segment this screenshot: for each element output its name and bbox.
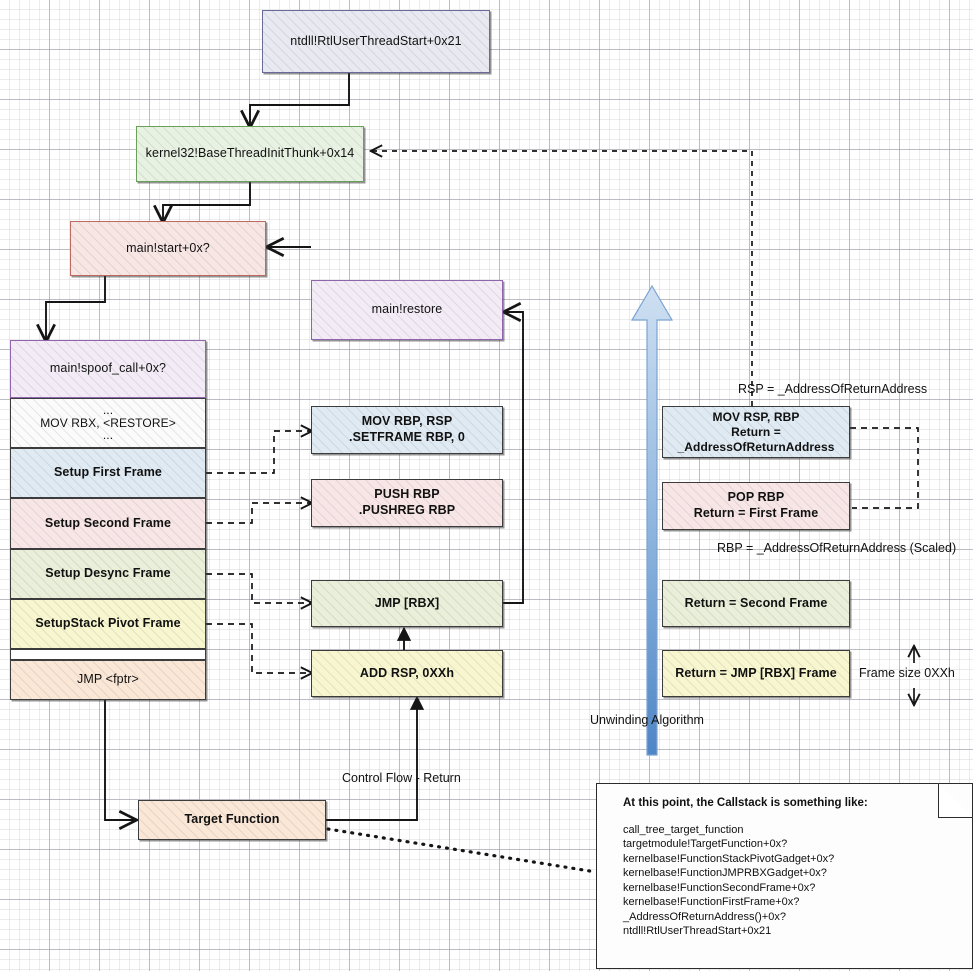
note-line: kernelbase!FunctionJMPRBXGadget+0x? (623, 867, 827, 880)
label-control-flow-return: Control Flow - Return (342, 771, 461, 785)
note-line: call_tree_target_function (623, 823, 744, 836)
callstack-note: At this point, the Callstack is somethin… (596, 783, 973, 969)
note-fold-corner (938, 783, 973, 818)
edge-jmprbx-to-restore (503, 312, 524, 604)
note-line: targetmodule!TargetFunction+0x? (623, 838, 788, 851)
note-line: _AddressOfReturnAddress()+0x? (623, 910, 786, 923)
edge-kernel32-to-mainstart (163, 182, 251, 221)
edge-first-frame-to-mov-rbp (206, 431, 311, 474)
label-unwinding-algorithm: Unwinding Algorithm (590, 713, 704, 727)
node-main-restore[interactable]: main!restore (311, 280, 503, 340)
node-unwind-second-frame[interactable]: Return = Second Frame (662, 580, 850, 627)
node-push-rbp[interactable]: PUSH RBP .PUSHREG RBP (311, 479, 503, 527)
node-setup-desync-frame[interactable]: Setup Desync Frame (10, 549, 206, 599)
edge-movrsp-to-poprbp (850, 427, 919, 509)
note-line: kernelbase!FunctionSecondFrame+0x? (623, 881, 816, 894)
node-main-start[interactable]: main!start+0x? (70, 221, 266, 276)
edge-target-to-callstack-note (326, 827, 598, 874)
node-jmp-fptr[interactable]: JMP <fptr> (10, 660, 206, 700)
label-frame-size: Frame size 0XXh (859, 666, 955, 680)
node-setup-stack-pivot-frame[interactable]: SetupStack Pivot Frame (10, 599, 206, 649)
node-spacer-frame (10, 649, 206, 660)
node-main-spoof-call[interactable]: main!spoof_call+0x? (10, 340, 206, 398)
note-line: kernelbase!FunctionFirstFrame+0x? (623, 896, 800, 909)
edge-jmpfptr-to-target (104, 700, 135, 820)
label-rsp-equals: RSP = _AddressOfReturnAddress (738, 382, 928, 396)
note-line: ntdll!RtlUserThreadStart+0x21 (623, 925, 772, 938)
node-setup-first-frame[interactable]: Setup First Frame (10, 448, 206, 498)
node-mov-rbx-restore[interactable]: ... MOV RBX, <RESTORE> ... (10, 398, 206, 448)
node-add-rsp[interactable]: ADD RSP, 0XXh (311, 650, 503, 697)
label-rbp-equals: RBP = _AddressOfReturnAddress (Scaled) (717, 541, 957, 555)
node-setup-second-frame[interactable]: Setup Second Frame (10, 498, 206, 549)
node-jmp-rbx[interactable]: JMP [RBX] (311, 580, 503, 627)
node-unwind-jmp-rbx-frame[interactable]: Return = JMP [RBX] Frame (662, 650, 850, 697)
node-unwind-mov-rsp-rbp[interactable]: MOV RSP, RBP Return = _AddressOfReturnAd… (662, 406, 850, 458)
node-kernel32-thunk[interactable]: kernel32!BaseThreadInitThunk+0x14 (136, 126, 364, 182)
node-ntdll-start[interactable]: ntdll!RtlUserThreadStart+0x21 (262, 10, 490, 73)
note-line: kernelbase!FunctionStackPivotGadget+0x? (623, 852, 835, 865)
edge-desync-frame-to-jmp-rbx (206, 573, 311, 603)
edge-mainstart-to-spoofcall (46, 276, 106, 340)
edge-ntdll-to-kernel32 (250, 73, 350, 126)
note-title: At this point, the Callstack is somethin… (623, 797, 868, 809)
edge-pivot-frame-to-add-rsp (206, 623, 311, 673)
node-target-function[interactable]: Target Function (138, 800, 326, 840)
node-mov-rbp-rsp[interactable]: MOV RBP, RSP .SETFRAME RBP, 0 (311, 406, 503, 454)
node-unwind-pop-rbp[interactable]: POP RBP Return = First Frame (662, 482, 850, 530)
edge-target-to-addrsp (326, 695, 425, 821)
edge-second-frame-to-push-rbp (206, 503, 311, 524)
